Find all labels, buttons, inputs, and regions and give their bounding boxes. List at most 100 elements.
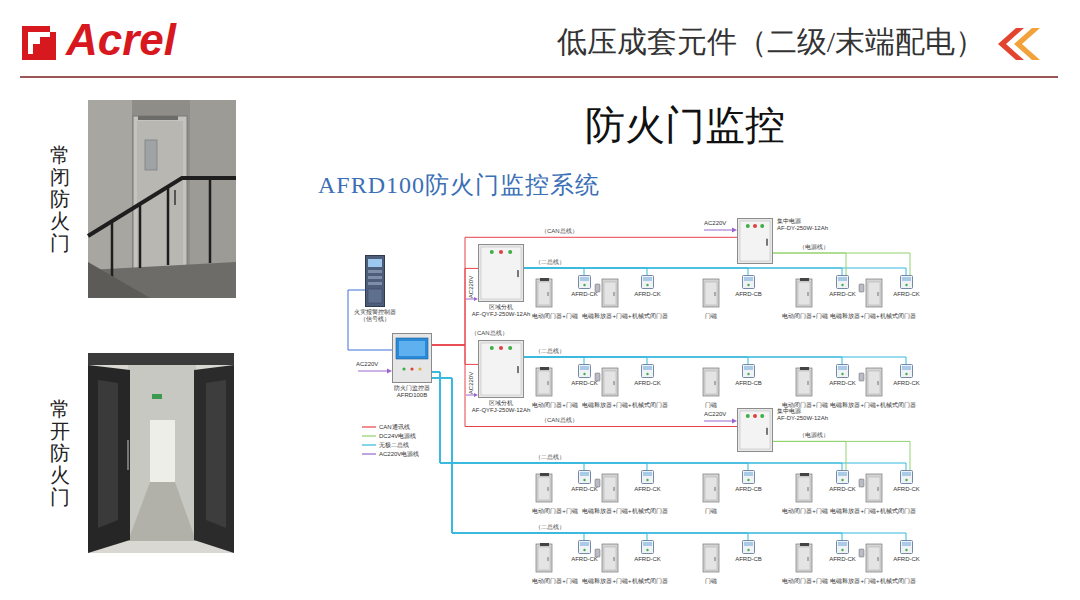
central-power-icon xyxy=(746,414,750,418)
fire-door-figure xyxy=(868,547,880,570)
connector xyxy=(432,345,478,364)
open-door-photo xyxy=(88,353,234,553)
ac-input-line xyxy=(704,230,734,231)
brand-logo: Acrel xyxy=(66,16,176,64)
acrel-logo-icon xyxy=(50,26,56,32)
connector xyxy=(773,253,910,275)
door-module-icon xyxy=(838,366,847,370)
bus-label: （电源线） xyxy=(798,244,830,251)
door-module-icon xyxy=(642,541,654,554)
door-module-icon xyxy=(901,365,913,378)
fire-door-figure xyxy=(866,279,882,307)
open-door-photo xyxy=(98,380,118,528)
door-module-icon xyxy=(580,366,589,370)
device-group-label: 电动闭门器+门磁 xyxy=(782,313,828,320)
device-group-label: 电动闭门器+门磁 xyxy=(532,508,578,515)
door-module-icon xyxy=(837,471,849,484)
device-caption: AFRD-CB xyxy=(735,380,762,387)
electromagnet-icon xyxy=(595,479,600,487)
open-door-photo xyxy=(127,440,129,470)
legend-text: 无极二总线 xyxy=(379,442,409,448)
connector xyxy=(773,441,910,470)
electromagnet-icon xyxy=(859,549,864,557)
legend-row: DC24V电源线 xyxy=(362,433,416,440)
fire-door-figure xyxy=(878,557,879,561)
door-closer-icon xyxy=(540,278,549,281)
door-module-icon xyxy=(744,542,753,546)
connector xyxy=(432,378,584,540)
door-module-icon xyxy=(742,275,755,289)
fire-door-figure xyxy=(868,282,880,305)
door-module-icon xyxy=(744,277,753,281)
door-module-icon xyxy=(901,541,913,554)
door-module-icon xyxy=(837,365,849,378)
device-label: AFRD-CK xyxy=(829,556,856,563)
fire-door-figure xyxy=(703,544,719,572)
closed-door-photo xyxy=(88,100,236,298)
device-label: 区域分机 xyxy=(472,304,531,311)
fire-alarm-controller-icon xyxy=(368,259,382,267)
open-door-photo xyxy=(88,365,130,553)
photo-caption: 常闭防火门 xyxy=(50,144,70,254)
open-door-photo xyxy=(128,482,196,541)
acrel-logo-icon xyxy=(28,32,50,54)
device-group-label: 门磁 xyxy=(705,508,717,515)
device-label: AFRD100B xyxy=(394,392,430,399)
electromagnet-icon xyxy=(595,549,600,557)
power-input-label: AC220V xyxy=(704,411,726,418)
fire-door-figure xyxy=(604,282,616,305)
connector xyxy=(524,268,647,275)
electromagnet-icon xyxy=(595,373,600,381)
door-module: AFRD-CK xyxy=(578,540,591,554)
door-module-icon xyxy=(646,373,648,375)
connector xyxy=(773,253,846,275)
central-power-icon xyxy=(738,219,773,264)
device-label: AFRD-CB xyxy=(735,291,762,298)
power-input-label: AC220V xyxy=(704,220,726,227)
zone-extension-icon xyxy=(490,346,494,350)
legend-row: CAN通讯线 xyxy=(362,424,410,431)
device-caption: AFRD-CK xyxy=(893,556,920,563)
device-caption: AFRD-CB xyxy=(735,486,762,493)
door-module-icon xyxy=(902,366,911,370)
open-door-photo xyxy=(88,353,234,365)
door-module-icon xyxy=(901,276,913,289)
fire-alarm-controller: 火灾报警控制器（信号线） xyxy=(365,255,385,307)
device-caption: AFRD-CK xyxy=(634,556,661,563)
door-module-icon xyxy=(744,366,753,370)
fire-door-figure xyxy=(604,547,616,570)
power-input-label: AC220V xyxy=(356,361,378,368)
legend-line-sample xyxy=(362,454,376,455)
door-module-icon xyxy=(580,542,589,546)
device-caption: 区域分机AF-QYFJ-250W-12Ah xyxy=(472,400,531,414)
device-caption: AFRD-CK xyxy=(893,486,920,493)
door-module: AFRD-CK xyxy=(900,275,913,289)
device-caption: AFRD-CK xyxy=(571,291,598,298)
connector xyxy=(524,357,647,364)
connector xyxy=(432,372,647,470)
central-power-icon xyxy=(753,414,757,418)
legend-row: 无极二总线 xyxy=(362,442,409,449)
fire-door-figure xyxy=(808,487,809,491)
fire-door-figure xyxy=(703,279,719,307)
door-module-icon xyxy=(642,471,654,484)
door-module-icon xyxy=(744,472,753,476)
fire-door-figure xyxy=(796,474,812,502)
device-caption: 防火门监控器AFRD100B xyxy=(394,385,430,399)
fire-door-figure xyxy=(866,544,882,572)
door-module: AFRD-CK xyxy=(836,470,849,484)
device-caption: 区域分机AF-QYFJ-250W-12Ah xyxy=(472,304,531,318)
fire-alarm-controller-icon xyxy=(368,289,382,303)
door-module-icon xyxy=(642,276,654,289)
device-label: AF-QYFJ-250W-12Ah xyxy=(472,407,531,414)
fire-door-figure xyxy=(705,282,717,305)
connector xyxy=(524,268,748,275)
fire-door-figure xyxy=(866,474,882,502)
electromagnet-icon xyxy=(859,373,864,381)
bus-label: （CAN总线） xyxy=(470,330,509,337)
fire-door-figure xyxy=(604,477,616,500)
door-module-icon xyxy=(836,364,849,378)
device-label: AFRD-CK xyxy=(893,380,920,387)
door-monitor-icon xyxy=(393,334,432,383)
